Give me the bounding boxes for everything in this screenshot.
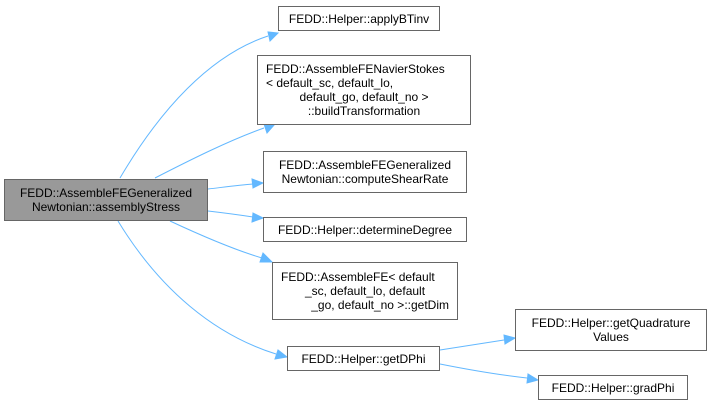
node-assemblyStress[interactable]: FEDD::AssembleFEGeneralized Newtonian::a… bbox=[4, 179, 208, 221]
node-line: ::buildTransformation bbox=[307, 104, 421, 118]
edge-root-to-determineDegree bbox=[207, 210, 254, 218]
edge-getDPhi-to-getQuadratureValues bbox=[439, 339, 505, 351]
node-line: Newtonian::computeShearRate bbox=[281, 172, 449, 186]
node-gradPhi[interactable]: FEDD::Helper::gradPhi bbox=[538, 375, 688, 400]
arrowhead-buildTransformation bbox=[263, 123, 277, 134]
node-line: FEDD::Helper::getQuadrature bbox=[531, 316, 691, 330]
node-determineDegree[interactable]: FEDD::Helper::determineDegree bbox=[263, 217, 467, 242]
arrowhead-applyBTinv bbox=[267, 31, 280, 42]
node-line: Values bbox=[593, 330, 629, 344]
arrowhead-getDPhi bbox=[274, 349, 289, 360]
arrowhead-determineDegree bbox=[251, 212, 265, 223]
node-line: Newtonian::assemblyStress bbox=[31, 200, 181, 214]
node-line: FEDD::Helper::getDPhi bbox=[301, 351, 426, 366]
node-line: default_go, default_no > bbox=[299, 90, 429, 104]
node-applyBTinv[interactable]: FEDD::Helper::applyBTinv bbox=[278, 6, 440, 31]
edge-root-to-computeShearRate bbox=[207, 183, 254, 190]
node-line: FEDD::Helper::gradPhi bbox=[551, 380, 675, 395]
edge-root-to-getDPhi bbox=[117, 220, 277, 355]
node-line: < default_sc, default_lo, bbox=[266, 76, 394, 90]
node-getDim[interactable]: FEDD::AssembleFE< default _sc, default_l… bbox=[272, 262, 458, 320]
arrowhead-getQuadratureValues bbox=[503, 334, 517, 345]
node-line: FEDD::AssembleFEGeneralized bbox=[278, 158, 452, 172]
node-line: FEDD::AssembleFE< default bbox=[281, 270, 435, 284]
node-line: FEDD::AssembleFENavierStokes bbox=[266, 62, 445, 76]
node-line: _sc, default_lo, default bbox=[304, 284, 426, 298]
edge-root-to-buildTransformation bbox=[154, 127, 265, 179]
node-line: _go, default_no >::getDim bbox=[311, 298, 449, 312]
node-getQuadratureValues[interactable]: FEDD::Helper::getQuadrature Values bbox=[515, 309, 707, 351]
node-line: FEDD::Helper::applyBTinv bbox=[288, 11, 430, 26]
node-getDPhi[interactable]: FEDD::Helper::getDPhi bbox=[287, 346, 440, 371]
arrowhead-getDim bbox=[259, 252, 274, 263]
node-computeShearRate[interactable]: FEDD::AssembleFEGeneralized Newtonian::c… bbox=[263, 151, 467, 193]
node-buildTransformation[interactable]: FEDD::AssembleFENavierStokes < default_s… bbox=[257, 55, 471, 125]
node-line: FEDD::Helper::determineDegree bbox=[277, 222, 453, 237]
node-line: FEDD::AssembleFEGeneralized bbox=[19, 186, 193, 200]
arrowhead-gradPhi bbox=[526, 373, 540, 384]
edge-root-to-applyBTinv bbox=[119, 35, 269, 179]
edge-root-to-getDim bbox=[169, 220, 263, 259]
edge-getDPhi-to-gradPhi bbox=[439, 363, 528, 379]
arrowhead-computeShearRate bbox=[251, 178, 265, 189]
